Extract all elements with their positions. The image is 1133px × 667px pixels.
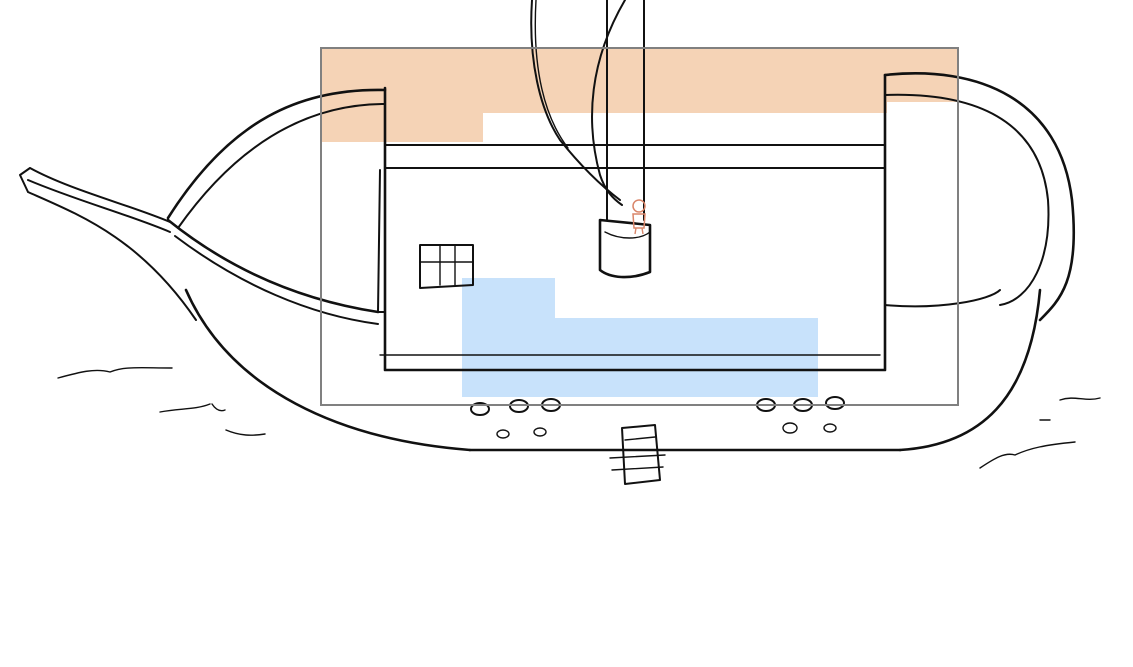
wave-icon [57,366,173,379]
porthole-icon [782,422,798,434]
hull-rail-right-lower [884,289,1001,308]
hull-rail-left-inner [177,103,386,229]
sail-icon [530,0,626,206]
deck-inner-top [384,144,886,169]
wave-icon [159,403,226,413]
deck-rail-left [377,169,386,313]
bowsprit [19,167,197,321]
hull-rail-left-lower-inner [174,235,379,325]
ship-hull [19,72,1076,452]
porthole-icon [470,402,490,416]
wave-icon [979,441,1076,469]
porthole-icon [533,427,547,437]
hull-rail-right-top [883,72,1076,322]
wave-icon [1039,397,1101,421]
hull-rail-left-top [166,88,387,220]
waves [57,366,1101,469]
ladder-icon[interactable] [609,424,666,485]
porthole-icon [496,429,510,439]
wave-icon [225,429,266,436]
hull-rail-right-inner [884,93,1050,306]
deck-outline [383,73,887,372]
camera-frame [320,47,959,406]
upper-deck-zone[interactable] [321,48,958,142]
character-icon[interactable] [632,199,646,235]
hull-rail-left-lower [166,218,380,314]
hull-bottom-left [184,288,472,452]
hull-bottom-right [898,288,1042,452]
porthole-icon [825,396,845,410]
lower-deck-zone[interactable] [462,278,818,397]
porthole-icon [823,423,837,433]
hatch-icon[interactable] [419,244,474,289]
